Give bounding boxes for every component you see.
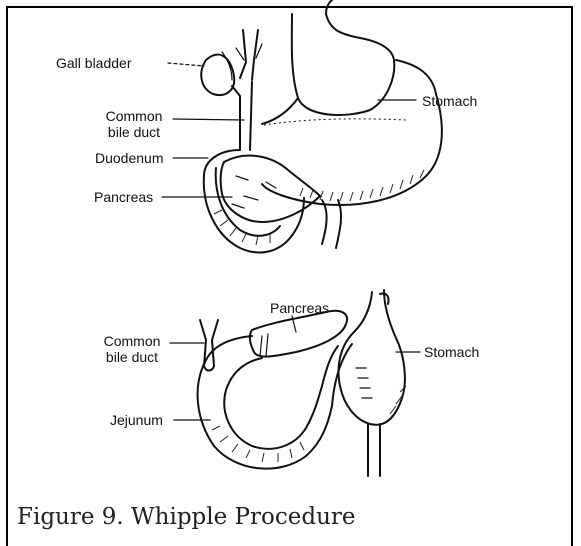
bottom-anatomy-drawing	[198, 290, 406, 476]
label-common-bile-duct-bottom-line1: Common	[92, 333, 172, 349]
label-common-bile-duct-bottom: Common bile duct	[92, 333, 172, 365]
label-pancreas-top: Pancreas	[94, 189, 153, 205]
bottom-stomach-shape	[339, 290, 405, 425]
label-common-bile-duct-top-line1: Common	[96, 108, 172, 124]
top-anatomy-drawing	[201, 0, 442, 253]
stomach-shape	[262, 0, 442, 205]
bottom-leader-lines	[170, 316, 420, 420]
duodenum-shape	[204, 150, 304, 253]
label-common-bile-duct-top: Common bile duct	[96, 108, 172, 140]
label-common-bile-duct-top-line2: bile duct	[96, 124, 172, 140]
label-gall-bladder: Gall bladder	[56, 55, 132, 71]
bottom-pancreas-shape	[250, 311, 347, 357]
gall-bladder-shape	[201, 55, 234, 95]
pancreas-shape	[221, 156, 320, 222]
label-stomach-top: Stomach	[422, 93, 477, 109]
label-common-bile-duct-bottom-line2: bile duct	[92, 349, 172, 365]
top-leader-lines	[162, 63, 416, 197]
label-stomach-bottom: Stomach	[424, 344, 479, 360]
label-pancreas-bottom: Pancreas	[270, 300, 329, 316]
figure-caption: Figure 9. Whipple Procedure	[17, 504, 356, 530]
bottom-bile-duct-shape	[200, 320, 218, 371]
label-duodenum: Duodenum	[95, 150, 164, 166]
label-jejunum: Jejunum	[110, 412, 163, 428]
